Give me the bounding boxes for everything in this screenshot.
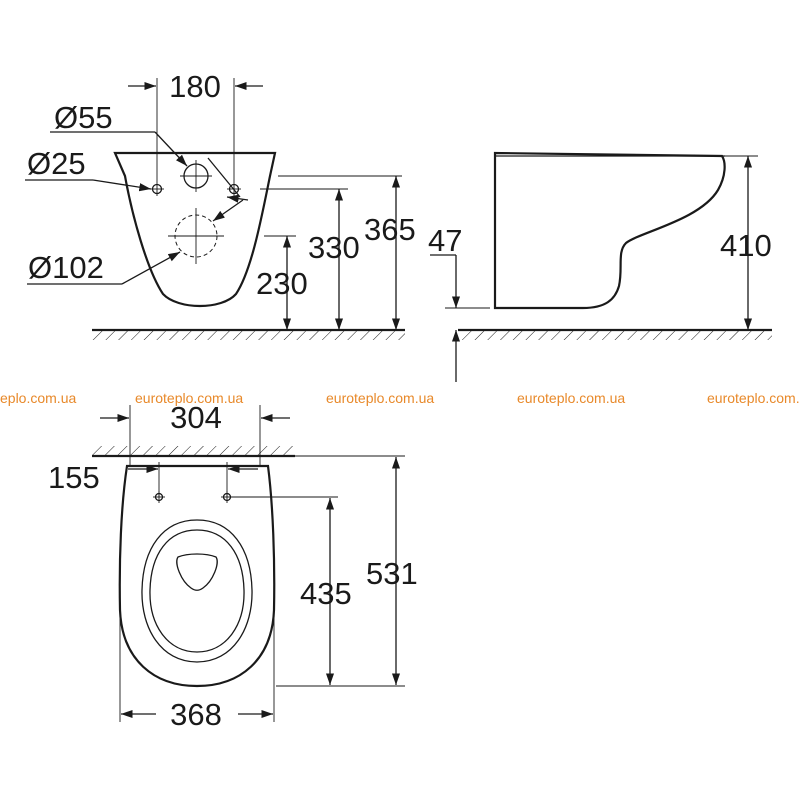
watermark-text: eplo.com.ua bbox=[0, 390, 76, 406]
front-view: 180 Ø55 Ø25 Ø102 230 330 365 bbox=[25, 69, 416, 340]
dim-dia-25: Ø25 bbox=[27, 146, 86, 181]
watermark-text: euroteplo.com.ua bbox=[517, 390, 625, 406]
top-bowl-outline bbox=[118, 464, 276, 688]
watermark-text: euroteplo.com.ua bbox=[135, 390, 243, 406]
dim-47: 47 bbox=[428, 223, 462, 258]
top-view: 304 155 435 531 368 bbox=[48, 400, 418, 732]
watermark-text: euroteplo.com.ua bbox=[707, 390, 800, 406]
dim-180: 180 bbox=[169, 69, 221, 104]
top-seat-inner bbox=[149, 529, 245, 653]
watermark-row: eplo.com.ua euroteplo.com.ua euroteplo.c… bbox=[0, 390, 800, 406]
dim-410: 410 bbox=[720, 228, 772, 263]
dim-531: 531 bbox=[366, 556, 418, 591]
front-floor-hatch bbox=[92, 331, 405, 340]
dim-435: 435 bbox=[300, 576, 352, 611]
top-outlet bbox=[176, 553, 218, 591]
dim-330: 330 bbox=[308, 230, 360, 265]
dim-dia-102: Ø102 bbox=[28, 250, 104, 285]
dim-368: 368 bbox=[170, 697, 222, 732]
front-bowl-outline bbox=[113, 151, 277, 308]
top-wall-hatch bbox=[92, 446, 295, 455]
dim-230: 230 bbox=[256, 266, 308, 301]
side-view: 47 410 bbox=[428, 151, 772, 382]
side-floor-hatch bbox=[460, 331, 772, 340]
watermark-text: euroteplo.com.ua bbox=[326, 390, 434, 406]
dim-dia-55: Ø55 bbox=[54, 100, 113, 135]
dim-304: 304 bbox=[170, 400, 222, 435]
top-seat-outer bbox=[141, 519, 253, 663]
dim-155: 155 bbox=[48, 460, 100, 495]
dim-365: 365 bbox=[364, 212, 416, 247]
side-bowl-outline bbox=[493, 151, 726, 310]
